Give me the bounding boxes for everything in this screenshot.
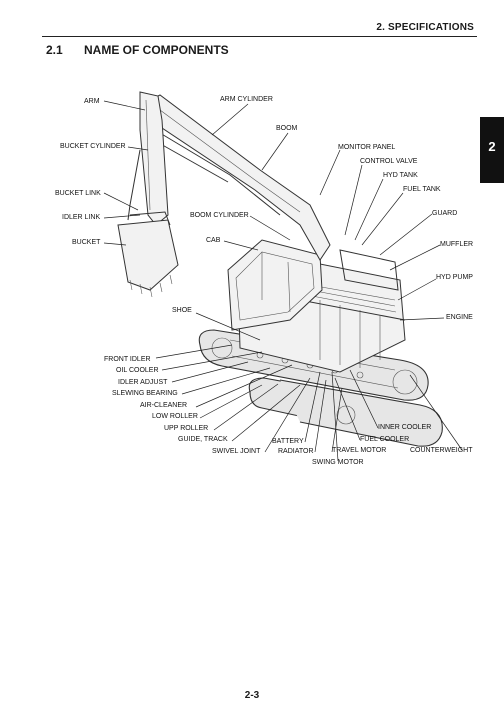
chapter-header: 2. SPECIFICATIONS [376,22,474,33]
label-control-valve: CONTROL VALVE [360,158,418,165]
label-front-idler: FRONT IDLER [104,356,151,363]
label-monitor-panel: MONITOR PANEL [338,144,396,151]
label-boom-cylinder: BOOM CYLINDER [190,212,249,219]
label-muffler: MUFFLER [440,241,474,248]
label-bucket-link: BUCKET LINK [55,190,101,197]
section-number: 2.1 [46,43,63,57]
label-travel-motor: TRAVEL MOTOR [332,447,387,454]
label-guard: GUARD [432,210,458,217]
label-boom: BOOM [276,125,298,132]
label-idler-link: IDLER LINK [62,214,101,221]
label-bucket: BUCKET [72,239,101,246]
bucket [117,211,179,298]
page-number: 2-3 [244,690,260,701]
label-oil-cooler: OIL COOLER [116,367,159,374]
label-arm-cylinder: ARM CYLINDER [220,96,273,103]
label-shoe: SHOE [172,307,192,314]
label-inner-cooler: INNER COOLER [378,424,432,431]
label-radiator: RADIATOR [278,448,314,455]
label-hyd-pump: HYD PUMP [436,274,473,281]
label-guide-track: GUIDE, TRACK [178,436,228,443]
arm [127,91,169,226]
label-upp-roller: UPP ROLLER [164,425,209,432]
label-slewing-bearing: SLEWING BEARING [112,390,178,397]
label-low-roller: LOW ROLLER [152,413,198,420]
label-arm: ARM [84,98,100,105]
label-bucket-cylinder: BUCKET CYLINDER [60,143,126,150]
boom [149,94,331,261]
label-fuel-cooler: FUEL COOLER [360,436,410,443]
label-cab: CAB [206,237,221,244]
cab [227,239,323,331]
label-fuel-tank: FUEL TANK [403,186,441,193]
label-air-cleaner: AIR-CLEANER [140,402,188,409]
label-swivel-joint: SWIVEL JOINT [212,448,261,455]
header-rule [42,36,477,37]
leader-lines [103,100,463,462]
label-engine: ENGINE [446,314,473,321]
chapter-tab: 2 [480,117,504,183]
label-battery: BATTERY [272,438,304,445]
label-swing-motor: SWING MOTOR [312,459,364,466]
label-hyd-tank: HYD TANK [383,172,418,179]
label-idler-adjust: IDLER ADJUST [118,379,168,386]
label-counterweight: COUNTERWEIGHT [410,447,473,454]
section-title: NAME OF COMPONENTS [84,43,229,57]
